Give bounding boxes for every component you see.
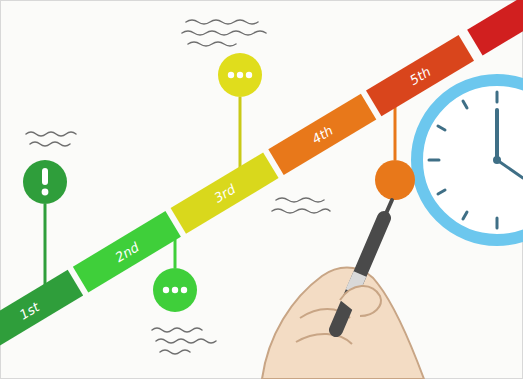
band-end xyxy=(467,0,523,56)
segment-label: 1st xyxy=(17,300,41,322)
segment-label: 2nd xyxy=(113,240,141,264)
dots-pin xyxy=(218,53,262,97)
hand-with-pen xyxy=(262,200,424,379)
dots-pin xyxy=(153,268,197,312)
alert-pin xyxy=(23,160,67,204)
orange-pin xyxy=(375,160,415,200)
scribble-lines xyxy=(26,20,330,354)
segment-label: 5th xyxy=(407,64,432,86)
segment-label: 3rd xyxy=(212,182,237,204)
clock-icon xyxy=(417,80,523,240)
segment-label: 4th xyxy=(310,123,335,145)
